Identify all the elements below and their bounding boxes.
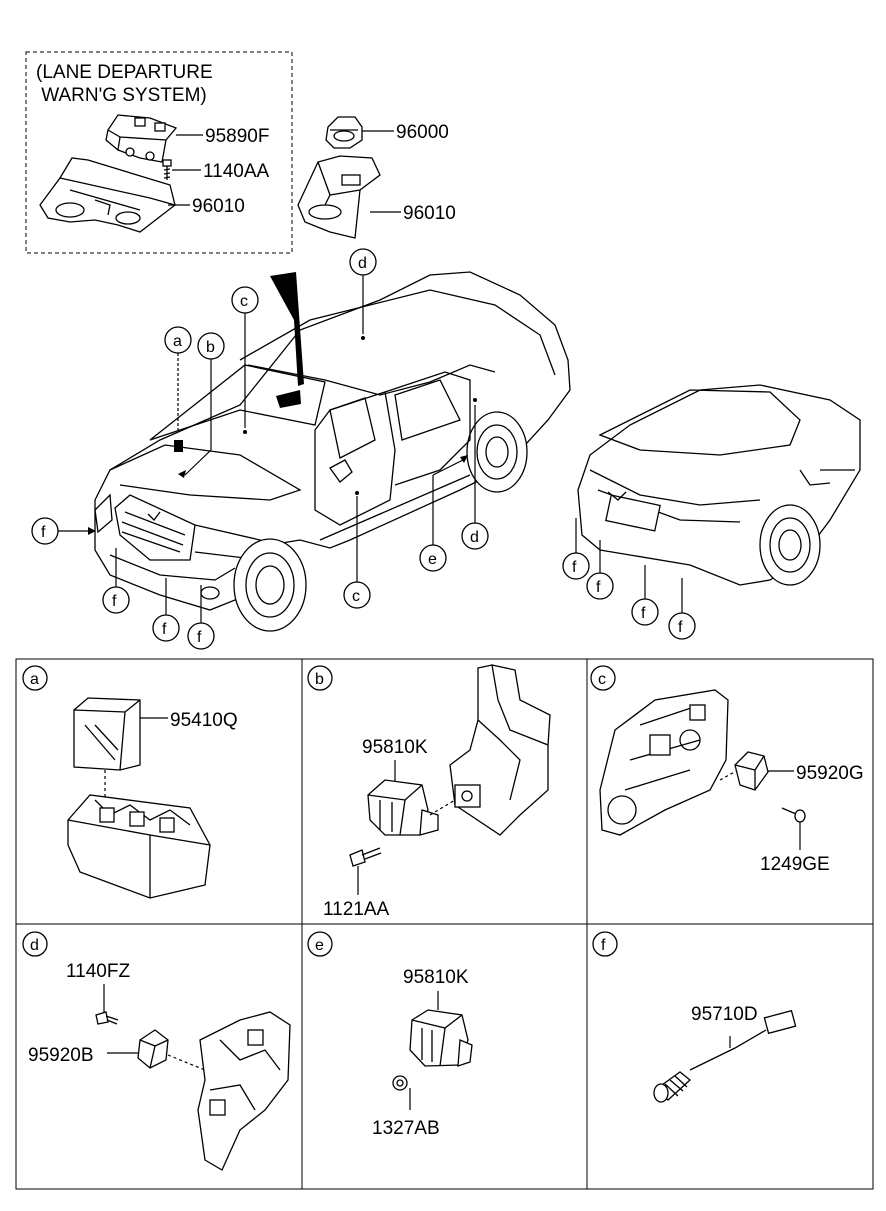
- callout-f-1: f: [41, 524, 46, 541]
- nut-part[interactable]: [392, 1075, 408, 1091]
- panel-c-letter: c: [598, 671, 606, 688]
- part-95410Q: 95410Q: [170, 710, 238, 731]
- camera-module-part[interactable]: [105, 114, 178, 163]
- callout-f-2: f: [112, 593, 117, 610]
- callout-f-3: f: [162, 621, 167, 638]
- control-module-part[interactable]: [73, 697, 141, 771]
- callout-f-5: f: [572, 559, 577, 576]
- part-1140AA: 1140AA: [203, 161, 270, 182]
- sensor-cover-part[interactable]: [297, 155, 381, 239]
- callout-f-8: f: [678, 619, 683, 636]
- part-1249GE: 1249GE: [760, 854, 830, 875]
- part-1327AB: 1327AB: [372, 1118, 440, 1139]
- panel-f: f 95710D: [592, 931, 797, 1103]
- rain-sensor-group: 96000 96010: [297, 116, 456, 239]
- callout-f-4: f: [197, 629, 202, 646]
- callout-e: e: [428, 551, 437, 568]
- part-96000: 96000: [396, 122, 449, 143]
- part-96010-left: 96010: [192, 196, 245, 217]
- impact-sensor-part-c[interactable]: [734, 751, 769, 791]
- part-96010-right: 96010: [403, 203, 456, 224]
- panel-b: b 95810K 1121AA: [307, 664, 551, 920]
- part-95920G: 95920G: [796, 763, 864, 784]
- screw-part[interactable]: [162, 159, 172, 180]
- callout-c-top: c: [240, 293, 248, 310]
- callout-d-bottom: d: [470, 529, 479, 546]
- part-95920B: 95920B: [28, 1045, 94, 1066]
- front-car-illustration: [94, 271, 571, 632]
- pillar-part-b[interactable]: [449, 664, 551, 836]
- callout-group: a b c d c e d f: [31, 248, 696, 650]
- panel-e-letter: e: [315, 937, 324, 954]
- impact-sensor-part-d[interactable]: [137, 1029, 169, 1069]
- rain-sensor-part[interactable]: [325, 116, 363, 149]
- lane-departure-title-line2: WARN'G SYSTEM): [36, 85, 207, 106]
- callout-f-6: f: [596, 579, 601, 596]
- panel-a-letter: a: [30, 671, 39, 688]
- bolt-part-d[interactable]: [95, 1011, 119, 1025]
- lane-departure-title-line1: (LANE DEPARTURE: [36, 62, 213, 83]
- bolt-part-b[interactable]: [349, 847, 382, 867]
- sensor-unit-part-b[interactable]: [367, 779, 439, 836]
- parking-sensor-part[interactable]: [653, 1009, 797, 1103]
- detail-grid: [15, 658, 874, 1190]
- callout-c-bottom: c: [352, 588, 360, 605]
- mirror-cover-part[interactable]: [39, 157, 176, 233]
- panel-d: d 1140FZ 95920B: [22, 931, 291, 1171]
- lane-departure-box: (LANE DEPARTURE WARN'G SYSTEM) 95890F 11…: [25, 51, 293, 254]
- callout-d-top: d: [358, 255, 367, 272]
- part-95710D: 95710D: [691, 1004, 758, 1025]
- junction-box-part[interactable]: [67, 794, 211, 899]
- door-module-part[interactable]: [599, 689, 729, 836]
- callout-a: a: [173, 333, 182, 350]
- callout-b: b: [206, 339, 215, 356]
- part-1121AA: 1121AA: [323, 899, 390, 920]
- panel-f-letter: f: [601, 937, 606, 954]
- panel-c: c 95920G 1249GE: [590, 665, 864, 875]
- callout-f-7: f: [641, 605, 646, 622]
- panel-d-letter: d: [30, 937, 39, 954]
- part-95810K-b: 95810K: [362, 737, 428, 758]
- part-95810K-e: 95810K: [403, 967, 469, 988]
- screw-part-c[interactable]: [781, 807, 806, 823]
- rear-car-illustration: [577, 384, 861, 586]
- panel-e: e 95810K 1327AB: [307, 931, 473, 1139]
- panel-a: a 95410Q: [22, 665, 238, 899]
- part-1140FZ: 1140FZ: [66, 961, 130, 982]
- sensor-unit-part-e[interactable]: [409, 1009, 473, 1067]
- wheel-house-part[interactable]: [197, 1011, 291, 1171]
- part-95890F: 95890F: [205, 126, 269, 147]
- panel-b-letter: b: [315, 671, 324, 688]
